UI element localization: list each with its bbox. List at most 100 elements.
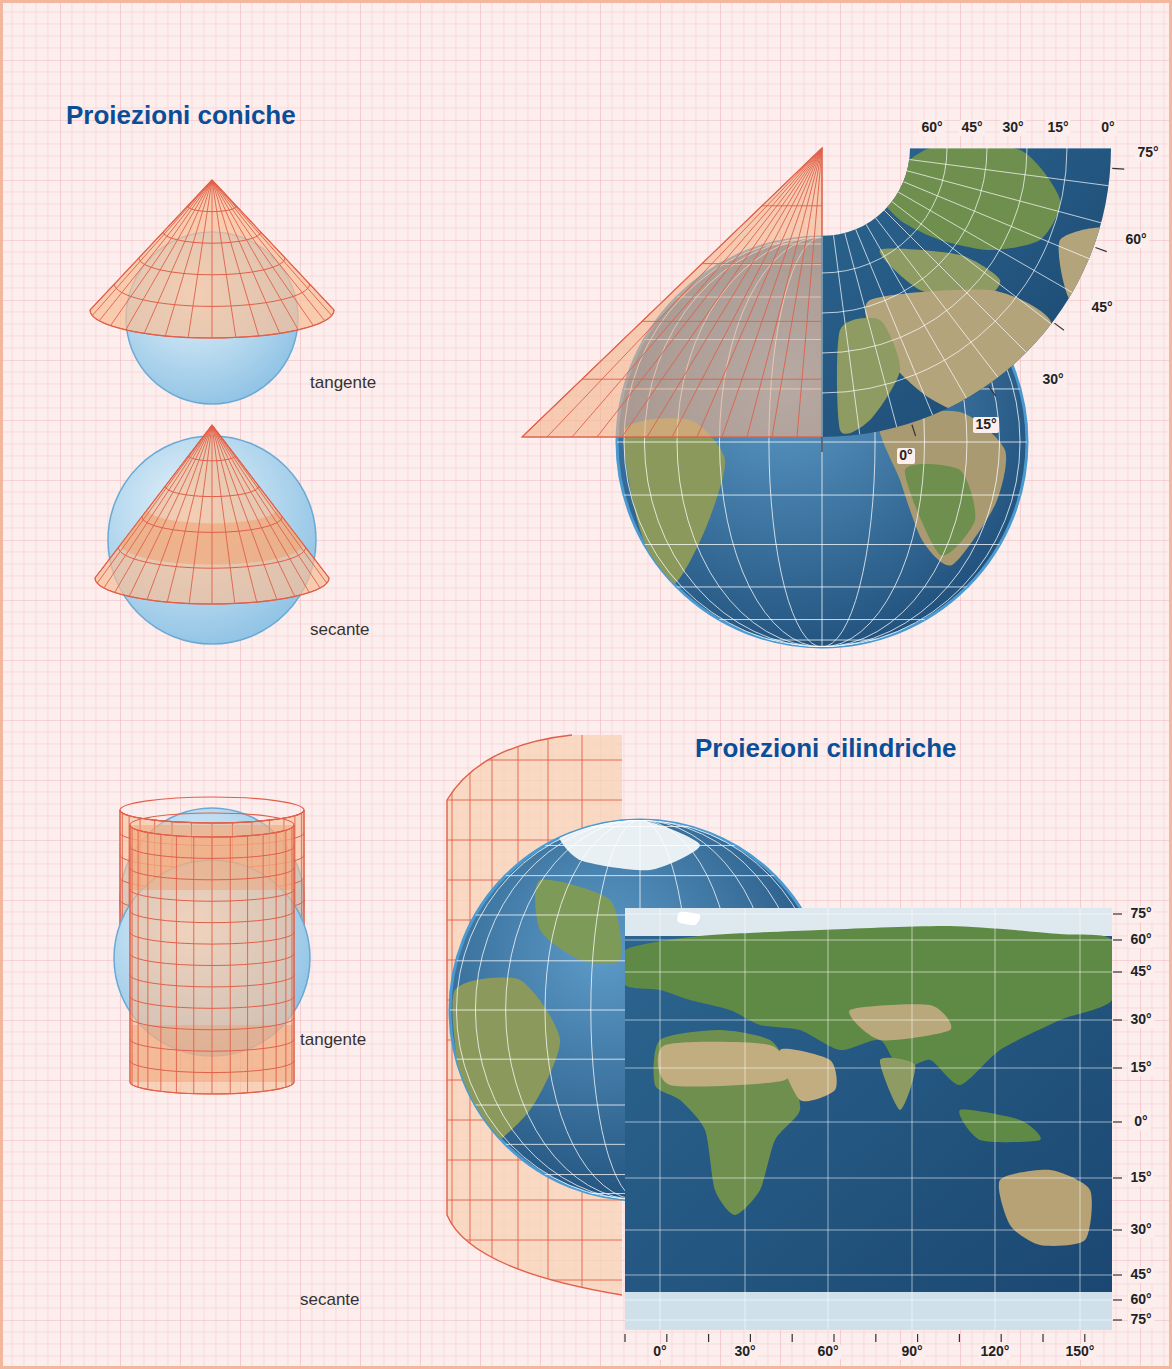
illustration-part — [212, 180, 334, 310]
degree-label: 60° — [919, 120, 944, 135]
illustration-part — [212, 425, 257, 602]
illustration-part — [745, 908, 746, 1330]
illustration-part — [130, 825, 294, 1094]
illustration-part — [165, 486, 259, 496]
tick-mark — [821, 437, 822, 452]
illustration-part — [129, 425, 212, 596]
illustration-part — [95, 578, 329, 604]
illustration-part — [903, 182, 1089, 259]
illustration-part — [1080, 908, 1081, 1330]
illustration-part — [212, 180, 213, 338]
illustration-part — [440, 800, 630, 801]
illustration-part — [130, 975, 294, 987]
illustration-part — [95, 425, 212, 578]
degree-label: 30° — [1128, 1012, 1153, 1027]
illustration-part — [822, 148, 1027, 353]
illustration-part — [625, 1320, 1112, 1321]
illustration-part — [90, 145, 1124, 1342]
tick-mark — [1112, 168, 1124, 170]
degree-label: 60° — [1123, 232, 1148, 247]
secant-cone-figure — [95, 425, 329, 644]
illustration-part — [572, 148, 822, 437]
illustration-part — [188, 206, 237, 212]
illustration-part — [212, 425, 320, 588]
illustration-part — [617, 495, 1027, 496]
illustration-part — [90, 310, 334, 338]
illustration-part — [762, 205, 822, 206]
land-mass — [959, 1110, 1041, 1143]
land-mass — [880, 145, 1061, 250]
section-heading: Proiezioni coniche — [66, 101, 296, 130]
tick-mark — [1113, 1299, 1122, 1300]
illustration-part — [130, 932, 294, 944]
land-mass — [624, 418, 725, 585]
illustration-part — [126, 180, 212, 330]
tick-mark — [624, 1334, 625, 1342]
illustration-part — [617, 544, 1027, 545]
tick-mark — [917, 1334, 918, 1342]
land-mass — [849, 1004, 951, 1040]
illustration-part — [625, 1122, 1112, 1123]
illustration-part — [189, 456, 236, 461]
illustration-part — [212, 180, 280, 333]
cylindrical-projection-figure — [440, 730, 1122, 1342]
illustration-part — [828, 908, 829, 1330]
illustration-part — [625, 908, 1112, 1330]
illustration-part — [165, 180, 212, 336]
projection-type-label: secante — [310, 621, 370, 640]
degree-label: 60° — [815, 1344, 840, 1359]
illustration-part — [642, 321, 822, 322]
illustration-part — [797, 148, 822, 437]
illustration-part — [772, 148, 822, 437]
illustration-part — [120, 810, 304, 823]
illustration-part — [212, 425, 213, 604]
illustration-part — [212, 425, 309, 592]
degree-label: 30° — [1000, 120, 1025, 135]
land-mass — [535, 879, 621, 964]
illustration-part — [130, 1082, 294, 1094]
degree-label: 15° — [1128, 1060, 1153, 1075]
illustration-part — [660, 908, 661, 1330]
illustration-part — [120, 797, 304, 823]
illustration-part — [617, 640, 1027, 641]
tick-mark — [833, 1334, 834, 1342]
degree-label: 75° — [1135, 145, 1160, 160]
tick-mark — [1113, 1177, 1122, 1178]
tick-mark — [1084, 1334, 1085, 1342]
illustration-part — [212, 425, 235, 604]
illustration-part — [647, 148, 822, 437]
illustration-part — [130, 889, 294, 901]
illustration-part — [111, 180, 212, 326]
tick-mark — [912, 425, 916, 436]
degree-label: 60° — [1128, 1292, 1153, 1307]
tick-mark — [1095, 248, 1106, 252]
cone-surface — [95, 425, 329, 604]
degree-label: 60° — [1128, 932, 1153, 947]
illustration-part — [130, 1039, 294, 1051]
tick-mark — [1113, 1229, 1122, 1230]
degree-label: 15° — [1045, 120, 1070, 135]
tick-mark — [1113, 1019, 1122, 1020]
land-mass — [880, 1058, 915, 1110]
tick-mark — [875, 1334, 876, 1342]
land-mass — [999, 1170, 1092, 1246]
illustration-part — [702, 263, 822, 264]
illustration-part — [876, 218, 998, 377]
illustration-part — [522, 148, 822, 437]
illustration-part — [130, 813, 294, 837]
degree-label: 75° — [1128, 906, 1153, 921]
illustration-part — [672, 148, 822, 437]
illustration-part — [163, 232, 261, 243]
illustration-part — [130, 911, 294, 923]
tick-mark — [1113, 939, 1122, 940]
illustration-part — [139, 258, 285, 275]
illustration-part — [822, 148, 1067, 393]
cone-wedge — [522, 148, 822, 437]
illustration-part — [212, 180, 332, 315]
conic-projection-figure — [522, 145, 1124, 647]
degree-label: 30° — [1040, 372, 1065, 387]
illustration-part — [907, 171, 1101, 223]
illustration-part — [625, 1068, 1112, 1069]
illustration-part — [90, 180, 334, 338]
